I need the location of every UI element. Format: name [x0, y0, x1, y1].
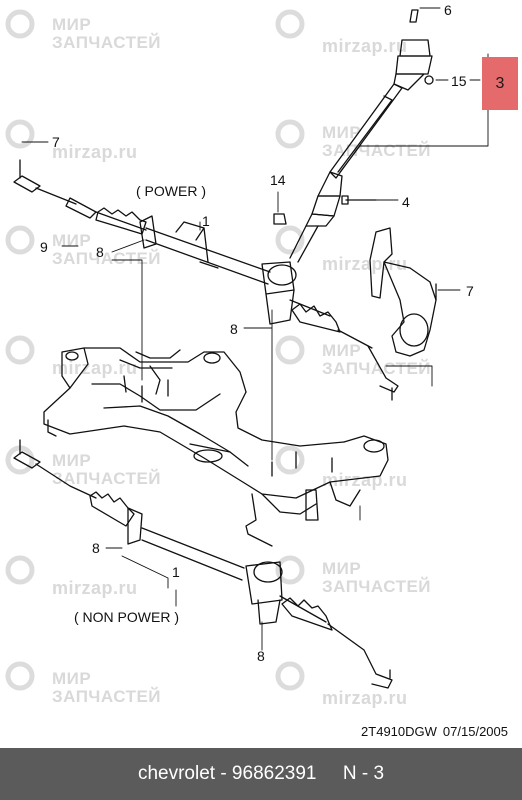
subframe: [43, 347, 389, 547]
callout-8: 8: [92, 540, 100, 556]
callout-7: 7: [466, 283, 474, 299]
non-power-rack: [13, 439, 393, 689]
callout-6: 6: [444, 2, 452, 18]
watermark-logos: [5, 9, 305, 691]
callout-4: 4: [402, 194, 410, 210]
callout-1: 1: [202, 213, 210, 229]
callout-7: 7: [52, 134, 60, 150]
diagram-reference: 2T4910DGW 07/15/2005: [355, 724, 508, 739]
callout-8: 8: [230, 321, 238, 337]
non-power-label: ( NON POWER ): [74, 609, 179, 625]
intermediate-shaft: [273, 9, 434, 263]
steering-knuckle: [369, 227, 437, 357]
callout-9: 9: [40, 239, 48, 255]
callout-8: 8: [257, 648, 265, 664]
watermark-url: mirzap.ru: [322, 688, 408, 708]
watermark-url: mirzap.ru: [52, 142, 138, 162]
callout-8: 8: [96, 244, 104, 260]
power-label: ( POWER ): [136, 183, 206, 199]
footer-caption: chevrolet - 96862391 N - 3: [137, 763, 385, 784]
callout-1: 1: [172, 564, 180, 580]
callout-3-highlight: 3: [482, 57, 518, 110]
power-rack: [13, 159, 399, 401]
diagram-date: 07/15/2005: [442, 724, 508, 739]
steering-gear-diagram: [13, 7, 489, 689]
watermark-url: mirzap.ru: [322, 36, 408, 56]
callout-14: 14: [270, 172, 286, 188]
footer-bar: chevrolet - 96862391 N - 3: [0, 748, 522, 800]
callout-15: 15: [451, 73, 467, 89]
watermark-url: mirzap.ru: [322, 254, 408, 274]
diagram-code: 2T4910DGW: [361, 724, 437, 739]
watermark-url: mirzap.ru: [322, 470, 408, 490]
watermark-url: mirzap.ru: [52, 578, 138, 598]
watermark-url: mirzap.ru: [52, 358, 138, 378]
